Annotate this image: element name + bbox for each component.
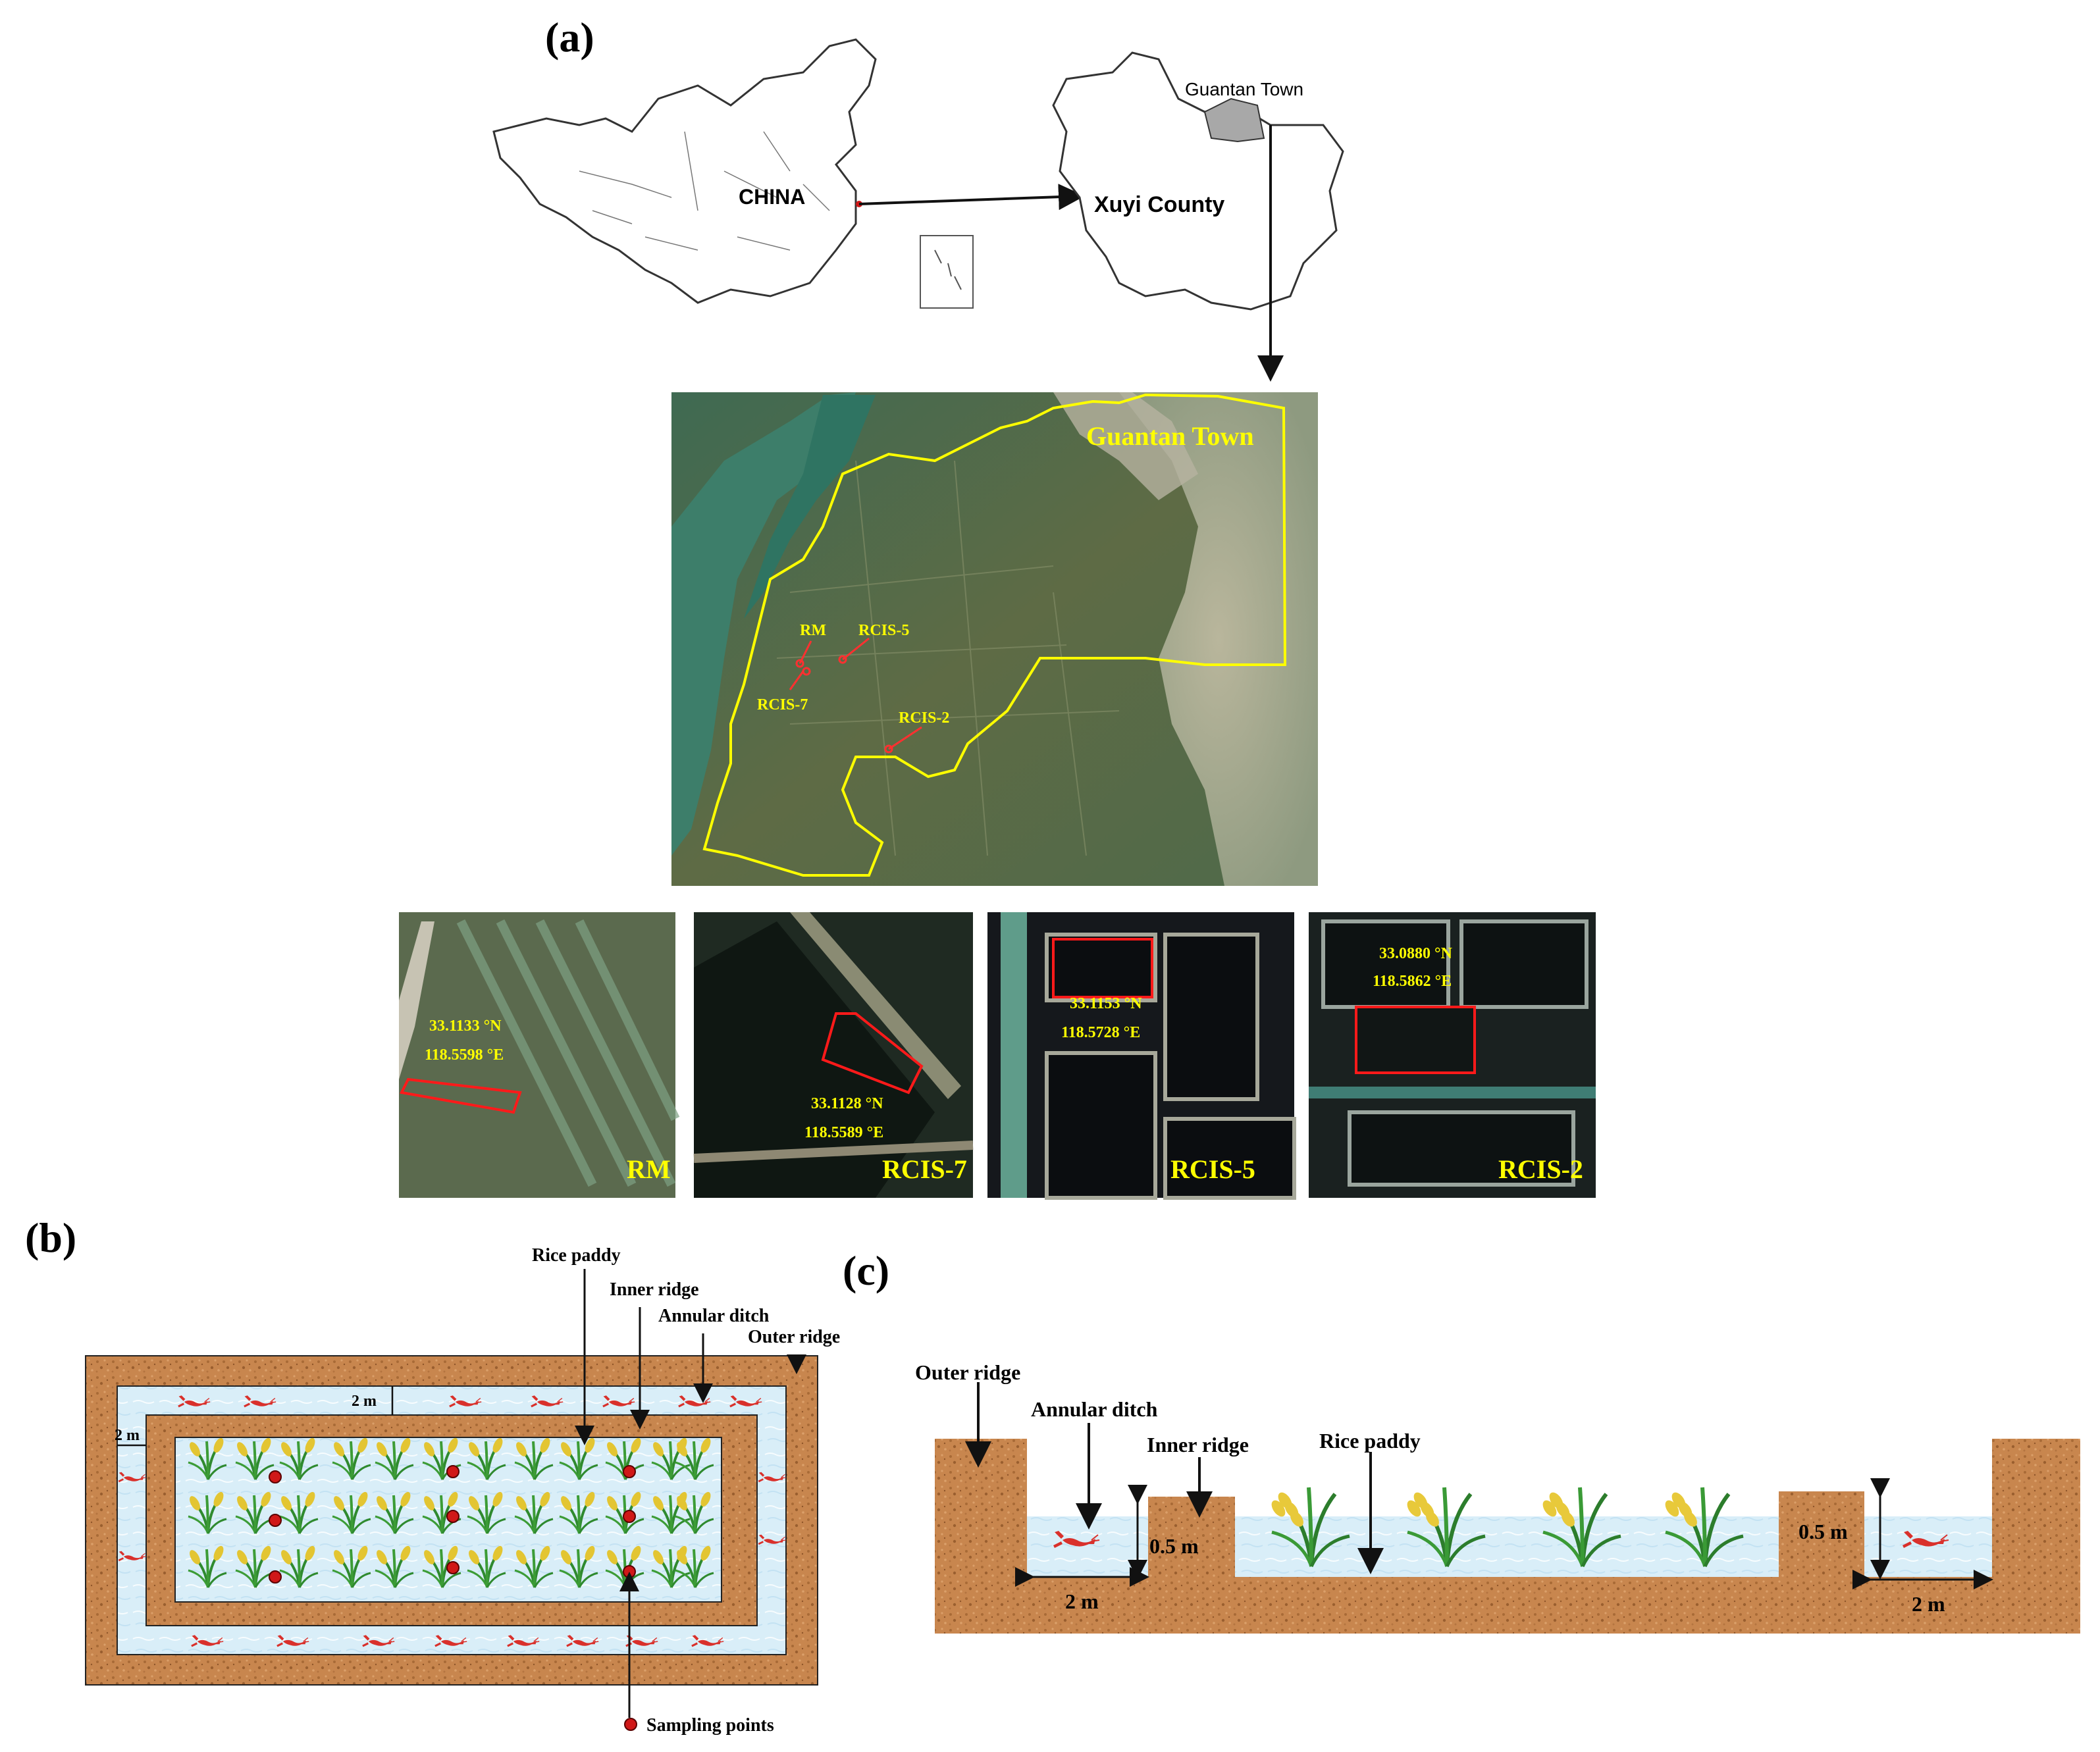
thumbnail-rcis5-name: RCIS-5 [1170,1154,1255,1184]
legend-sampling-dot [624,1718,637,1731]
legend-sampling-label: Sampling points [646,1715,774,1736]
satellite-town-label: Guantan Town [1086,421,1254,451]
site-label-rcis7: RCIS-7 [757,696,808,713]
thumbnail-rcis7-lat: 33.1128 °N [811,1095,883,1112]
xuyi-county-label: Xuyi County [1094,192,1224,217]
thumbnail-rcis5-lat: 33.1153 °N [1070,995,1142,1012]
china-to-county-arrow [858,184,1085,211]
section-inner-ridge-label: Inner ridge [1147,1433,1249,1456]
guantan-town-label: Guantan Town [1185,79,1303,99]
thumbnail-rcis5-lon: 118.5728 °E [1061,1024,1140,1041]
panel-a-label: (a) [545,14,594,61]
thumbnail-rm-lon: 118.5598 °E [425,1046,504,1064]
plan-outer-ridge-label: Outer ridge [748,1327,840,1347]
panel-c-label: (c) [843,1247,889,1294]
section-annular-ditch-label: Annular ditch [1031,1397,1158,1421]
section-rice-paddy-label: Rice paddy [1319,1429,1421,1453]
guantan-town-shape [1203,97,1265,143]
section-depth-right-label: 0.5 m [1798,1520,1848,1543]
guantan-boundary [702,393,1287,877]
plan-rice-paddy-label: Rice paddy [532,1245,621,1266]
plan-width-top-label: 2 m [352,1393,377,1410]
plan-view-diagram [85,1269,818,1718]
section-width-right-label: 2 m [1912,1592,1945,1616]
thumbnail-rcis2-name: RCIS-2 [1498,1154,1583,1184]
cross-section-diagram [935,1382,2080,1634]
section-ditch-right-water [1864,1516,1992,1577]
thumbnail-rcis5 [987,912,1296,1200]
thumbnail-rcis2-lat: 33.0880 °N [1379,945,1453,962]
china-map [492,38,974,309]
thumbnail-rm-lat: 33.1133 °N [429,1018,502,1035]
site-label-rcis2: RCIS-2 [899,709,949,727]
site-markers [789,637,922,754]
site-label-rcis5: RCIS-5 [858,622,909,639]
thumbnail-rcis7-lon: 118.5589 °E [804,1124,883,1141]
site-label-rm: RM [800,622,826,639]
thumbnail-rcis2-lon: 118.5862 °E [1373,973,1452,990]
section-soil-profile [935,1439,2080,1634]
plan-width-left-label: 2 m [115,1427,140,1444]
section-ditch-left-water [1027,1516,1148,1577]
thumbnail-rcis7-name: RCIS-7 [882,1154,967,1184]
satellite-map [671,392,1318,886]
thumbnail-rm [399,912,680,1198]
thumbnail-rcis2 [1309,912,1596,1198]
china-label: CHINA [739,185,805,209]
plan-inner-ridge-label: Inner ridge [610,1279,699,1300]
section-depth-left-label: 0.5 m [1149,1534,1199,1558]
thumbnail-rm-name: RM [627,1154,671,1184]
inset-islands-box [920,235,974,309]
thumbnail-rcis7 [693,912,974,1198]
plan-annular-ditch-label: Annular ditch [658,1306,770,1326]
section-width-left-label: 2 m [1065,1589,1099,1613]
section-outer-ridge-label: Outer ridge [915,1360,1020,1384]
panel-b-label: (b) [25,1214,76,1261]
